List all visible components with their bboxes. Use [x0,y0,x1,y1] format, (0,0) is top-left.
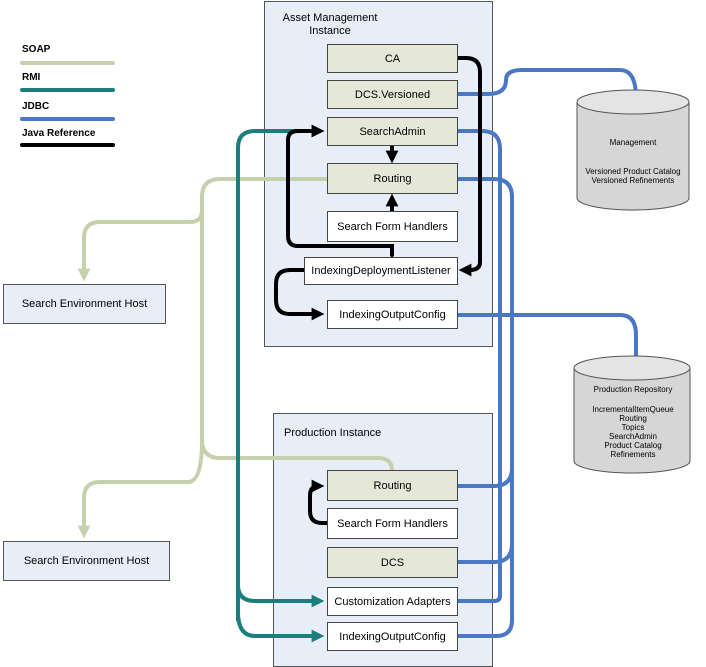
soap-to-production-host-line [77,438,204,539]
legend-rmi-label: RMI [22,72,41,83]
soap-to-asset-host-line [77,208,204,282]
search-environment-host-asset[interactable]: Search Environment Host [3,284,166,324]
management-db-item-versioned-product-catalog: Versioned Product Catalog [585,167,681,176]
legend-java-reference-label: Java Reference [22,128,96,139]
production-db-item-refinements: Refinements [610,450,656,459]
production-db-title: Production Repository [593,385,673,394]
production-db-item-product-catalog: Product Catalog [604,441,662,450]
ca-component[interactable]: CA [327,44,458,73]
search-admin-component[interactable]: SearchAdmin [327,117,458,146]
search-form-handlers-component[interactable]: Search Form Handlers [327,211,458,242]
production-indexing-output-config-component[interactable]: IndexingOutputConfig [327,622,458,651]
production-db-item-routing: Routing [619,414,647,423]
routing-component[interactable]: Routing [327,163,458,194]
legend-jdbc-line [20,117,115,121]
search-environment-host-production[interactable]: Search Environment Host [3,541,170,581]
legend-jdbc-label: JDBC [22,101,50,112]
legend-soap-line [20,61,115,65]
production-dcs-component[interactable]: DCS [327,547,458,578]
production-db-item-search-admin: SearchAdmin [608,432,658,441]
legend-rmi-line [20,88,115,92]
indexing-output-config-component[interactable]: IndexingOutputConfig [327,300,458,329]
production-db-item-incremental-item-queue: IncrementalItemQueue [592,405,674,414]
dcs-versioned-component[interactable]: DCS.Versioned [327,80,458,109]
production-db-item-topics: Topics [621,423,645,432]
management-database-icon [576,89,690,211]
production-routing-component[interactable]: Routing [327,470,458,501]
management-db-title: Management [609,138,657,147]
asset-management-instance-title: Asset Management Instance [282,12,378,37]
production-search-form-handlers-component[interactable]: Search Form Handlers [327,508,458,539]
legend-soap-label: SOAP [22,44,51,55]
production-instance-title: Production Instance [284,427,382,439]
legend-java-reference-line [20,143,115,147]
management-db-item-versioned-refinements: Versioned Refinements [591,176,675,185]
indexing-deployment-listener-component[interactable]: IndexingDeploymentListener [304,257,458,285]
customization-adapters-component[interactable]: Customization Adapters [327,587,458,616]
